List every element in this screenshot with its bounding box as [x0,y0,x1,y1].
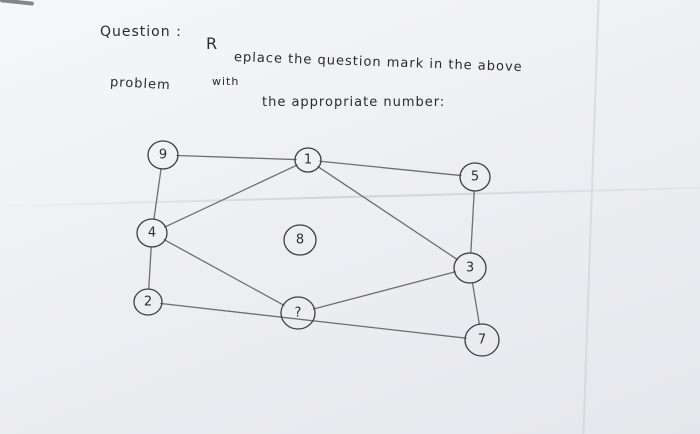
node-label: 7 [478,333,486,348]
node-label: 4 [148,226,156,241]
graph-edge-n4-n2 [149,247,151,289]
graph-edge-n9-n4 [154,169,161,219]
graph-node-n1: 1 [295,148,321,172]
graph-node-n5: 5 [460,163,490,191]
node-label: ? [295,306,302,321]
graph-edge-n9-n1 [177,155,296,159]
node-label: 8 [296,233,304,248]
graph-node-n4: 4 [137,219,167,247]
graph-edge-n1-n3 [318,167,458,260]
graph-node-n3: 3 [454,253,486,283]
node-label: 3 [466,261,474,276]
graph-node-nq: ? [281,297,315,329]
node-label: 1 [304,153,312,168]
graph-edge-n4-nq [164,240,284,306]
graph-edge-n3-nq [313,272,455,309]
node-label: 5 [471,170,479,185]
graph-node-n8: 8 [284,225,316,255]
graph-node-n9: 9 [148,141,178,169]
graph-edge-n5-n3 [471,191,474,253]
graph-edge-n1-n5 [320,161,461,175]
graph-edge-n4-n1 [165,165,297,227]
node-label: 9 [159,148,167,163]
node-label: 2 [144,295,152,310]
graph-node-n7: 7 [465,324,499,356]
graph-node-n2: 2 [134,289,162,315]
graph-edge-n3-n7 [472,283,479,324]
